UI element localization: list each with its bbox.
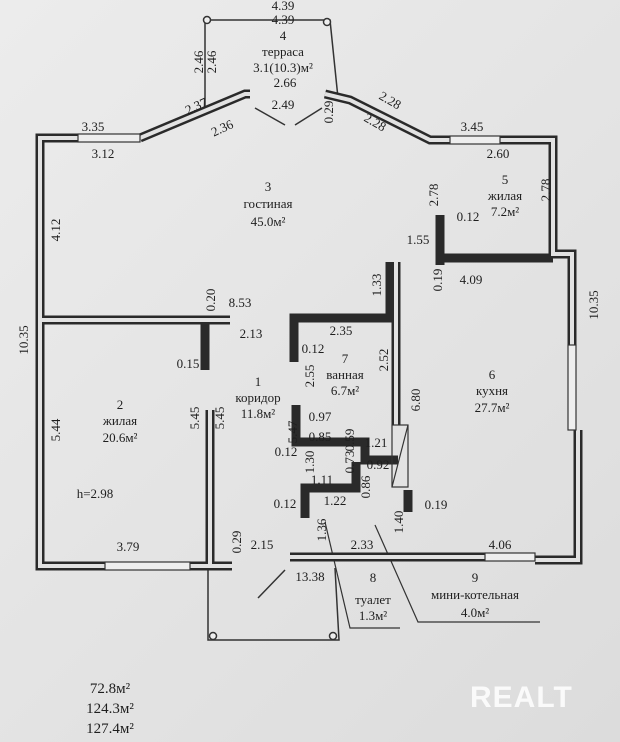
room-name: коридор xyxy=(235,390,280,405)
dimension-label: 5.44 xyxy=(48,418,63,441)
room-number: 9 xyxy=(472,570,479,585)
dimension-label: 2.15 xyxy=(251,537,274,552)
room-name: мини-котельная xyxy=(431,587,519,602)
room-area: 11.8м² xyxy=(241,406,275,421)
dimension-label: 1.21 xyxy=(365,435,388,450)
dimension-label: 0.19 xyxy=(425,497,448,512)
dimension-label: 2.36 xyxy=(209,116,236,139)
dimension-label: 3.12 xyxy=(92,146,115,161)
room-number: 6 xyxy=(489,367,496,382)
dimension-label: 4.09 xyxy=(460,272,483,287)
dimension-label: 2.78 xyxy=(426,184,441,207)
dimension-label: 3.79 xyxy=(117,539,140,554)
dimension-label: 0.12 xyxy=(275,444,298,459)
dimension-label: 1.30 xyxy=(302,451,317,474)
room-number: 5 xyxy=(502,172,509,187)
dimension-label: 0.20 xyxy=(203,289,218,312)
dimension-label: 2.33 xyxy=(351,537,374,552)
room-area: 6.7м² xyxy=(331,383,359,398)
dimension-label: 4.06 xyxy=(489,537,512,552)
dimension-label: 1.40 xyxy=(391,511,406,534)
dimension-label: 0.85 xyxy=(309,429,332,444)
porch-outline xyxy=(207,567,340,641)
room-number: 1 xyxy=(255,374,262,389)
room-number: 3 xyxy=(265,179,272,194)
dimension-label: h=2.98 xyxy=(77,486,114,501)
room-number: 4 xyxy=(280,28,287,43)
dimension-label: 0.15 xyxy=(177,356,200,371)
dimension-label: 4.12 xyxy=(48,219,63,242)
dimension-label: 0.29 xyxy=(321,101,336,124)
dimension-label: 6.80 xyxy=(408,389,423,412)
dimension-label: 1.36 xyxy=(314,518,329,541)
dimension-label: 2.49 xyxy=(272,97,295,112)
dimension-label: 0.12 xyxy=(302,341,325,356)
dimension-label: 2.13 xyxy=(240,326,263,341)
dimension-label: 13.38 xyxy=(295,569,324,584)
room-area: 20.6м² xyxy=(103,430,138,445)
dimension-label: 10.35 xyxy=(16,325,31,354)
walls xyxy=(35,89,583,571)
dimension-label: 3.45 xyxy=(461,119,484,134)
room-name: ванная xyxy=(326,367,363,382)
dimension-label: 0.29 xyxy=(229,531,244,554)
room-area: 45.0м² xyxy=(251,214,286,229)
dimension-label: 2.78 xyxy=(538,179,553,202)
room-name: кухня xyxy=(476,383,508,398)
dimension-label: 2.28 xyxy=(377,88,404,112)
room-number: 7 xyxy=(342,351,349,366)
dimension-label: 0.73 xyxy=(342,451,357,474)
dimension-label: 4.39 xyxy=(272,0,295,13)
room-number: 2 xyxy=(117,397,124,412)
dimension-label: 1.22 xyxy=(324,493,347,508)
windows xyxy=(77,133,577,571)
dimension-label: 5.45 xyxy=(187,407,202,430)
dimension-label: 4.39 xyxy=(272,12,295,27)
total-area: 124.3м² xyxy=(86,701,134,717)
dimension-label: 0.59 xyxy=(342,429,357,452)
room-number: 8 xyxy=(370,570,377,585)
total-area: 72.8м² xyxy=(90,681,131,697)
dimension-label: 5.47 xyxy=(285,420,300,443)
dimension-label: 8.53 xyxy=(229,295,252,310)
dimension-label: 0.86 xyxy=(358,475,373,498)
room-name: жилая xyxy=(102,413,137,428)
door-swing xyxy=(391,424,409,488)
dimension-label: 2.52 xyxy=(376,349,391,372)
dimension-label: 0.12 xyxy=(457,209,480,224)
room-name: жилая xyxy=(487,188,522,203)
dimension-label: 0.19 xyxy=(430,269,445,292)
dimension-label: 0.97 xyxy=(309,409,332,424)
dimension-label: 1.11 xyxy=(311,472,333,487)
room-area: 7.2м² xyxy=(491,204,519,219)
dimension-label: 2.46 xyxy=(204,50,219,73)
dimension-label: 2.35 xyxy=(330,323,353,338)
dimension-label: 2.60 xyxy=(487,146,510,161)
room-area: 27.7м² xyxy=(475,400,510,415)
dimension-label: 0.92 xyxy=(367,457,390,472)
dimension-label: 0.12 xyxy=(274,496,297,511)
room-name: туалет xyxy=(355,592,391,607)
room-name: терраса xyxy=(262,44,304,59)
room-area: 3.1(10.3)м² xyxy=(253,60,313,75)
dimension-label: 1.33 xyxy=(369,274,384,297)
dimension-label: 2.46 xyxy=(191,50,206,73)
total-area: 127.4м² xyxy=(86,721,134,737)
dimension-label: 10.35 xyxy=(586,290,601,319)
dimension-label: 2.55 xyxy=(302,365,317,388)
terrace-outline xyxy=(202,15,339,126)
room-area: 4.0м² xyxy=(461,605,489,620)
room-area: 1.3м² xyxy=(359,608,387,623)
dimension-label: 1.55 xyxy=(407,232,430,247)
dimension-label: 5.45 xyxy=(212,407,227,430)
dimension-label: 3.35 xyxy=(82,119,105,134)
dimension-label: 2.66 xyxy=(274,75,297,90)
room-name: гостиная xyxy=(244,196,293,211)
watermark-logo: REALT xyxy=(470,681,573,714)
